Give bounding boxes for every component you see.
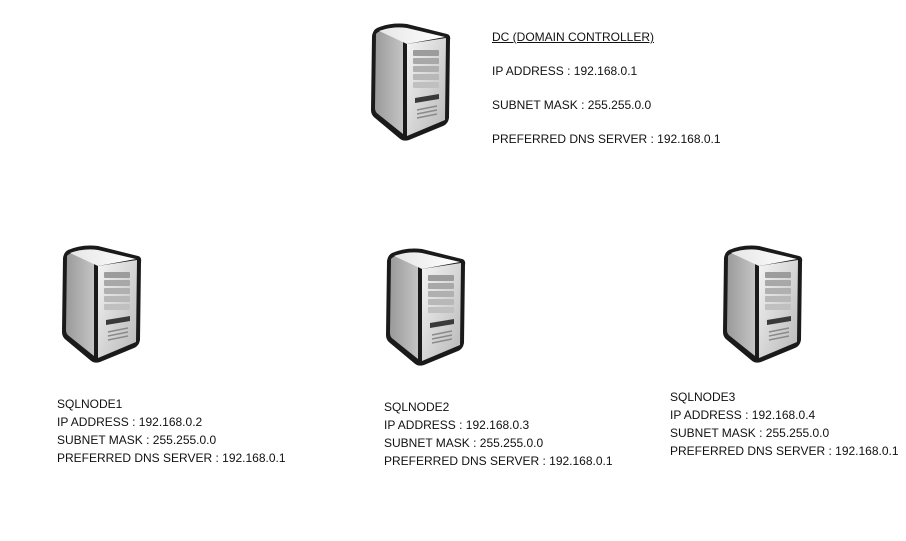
sqlnode2-name: SQLNODE2 <box>384 400 450 414</box>
sqlnode2-info-block: SQLNODE2 IP ADDRESS : 192.168.0.3 SUBNET… <box>384 398 613 470</box>
sqlnode1-info-block: SQLNODE1 IP ADDRESS : 192.168.0.2 SUBNET… <box>57 395 286 467</box>
sqlnode3-ip-address: IP ADDRESS : 192.168.0.4 <box>670 408 816 422</box>
sqlnode3-info-block: SQLNODE3 IP ADDRESS : 192.168.0.4 SUBNET… <box>670 388 899 460</box>
dc-server-icon <box>369 20 451 142</box>
dc-preferred-dns: PREFERRED DNS SERVER : 192.168.0.1 <box>492 132 721 146</box>
sqlnode2-ip-address: IP ADDRESS : 192.168.0.3 <box>384 418 530 432</box>
sqlnode1-ip-address: IP ADDRESS : 192.168.0.2 <box>57 415 203 429</box>
sqlnode3-subnet-mask: SUBNET MASK : 255.255.0.0 <box>670 426 830 440</box>
sqlnode2-preferred-dns: PREFERRED DNS SERVER : 192.168.0.1 <box>384 454 613 468</box>
dc-info-block: DC (DOMAIN CONTROLLER) IP ADDRESS : 192.… <box>492 28 721 164</box>
dc-subnet-mask: SUBNET MASK : 255.255.0.0 <box>492 98 652 112</box>
sqlnode2-server-icon <box>384 245 466 367</box>
sqlnode1-server-icon <box>60 242 142 364</box>
sqlnode1-name: SQLNODE1 <box>57 397 123 411</box>
sqlnode1-preferred-dns: PREFERRED DNS SERVER : 192.168.0.1 <box>57 451 286 465</box>
sqlnode2-subnet-mask: SUBNET MASK : 255.255.0.0 <box>384 436 544 450</box>
dc-title: DC (DOMAIN CONTROLLER) <box>492 30 655 44</box>
dc-ip-address: IP ADDRESS : 192.168.0.1 <box>492 64 638 78</box>
sqlnode3-name: SQLNODE3 <box>670 390 736 404</box>
sqlnode3-preferred-dns: PREFERRED DNS SERVER : 192.168.0.1 <box>670 444 899 458</box>
sqlnode3-server-icon <box>721 242 803 364</box>
sqlnode1-subnet-mask: SUBNET MASK : 255.255.0.0 <box>57 433 217 447</box>
